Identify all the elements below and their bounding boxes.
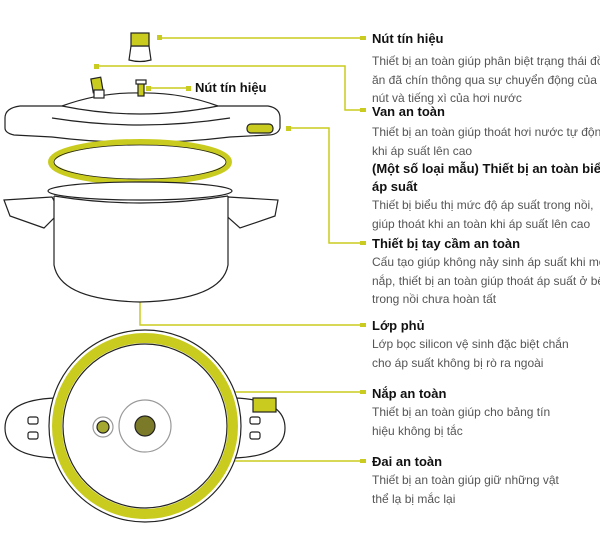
part-desc: Thiết bị an toàn giúp thoát hơi nước tự … [372,125,600,139]
gasket-ring [48,139,232,185]
part-desc: Lớp bọc silicon vệ sinh đặc biệt chắn [372,337,569,351]
signal-knob [128,32,152,63]
part-desc: Thiết bị biểu thị mức độ áp suất trong n… [372,198,594,212]
part-safety-valve: Van an toàn Thiết bị an toàn giúp thoát … [372,103,600,233]
part-title: Thiết bị tay cầm an toàn [372,236,521,251]
lid-side-view [4,76,281,144]
part-subtitle: (Một số loại mẫu) Thiết bị an toàn biểu … [372,161,600,176]
inline-signal-button-label: Nút tín hiệu [195,80,267,95]
part-title: Đai an toàn [372,454,443,469]
part-desc: Cấu tạo giúp không nảy sinh áp suất khi … [372,255,600,269]
part-desc: nắp, thiết bị an toàn giúp thoát áp suất… [372,273,600,288]
part-safety-cover: Nắp an toàn Thiết bị an toàn giúp cho bả… [372,385,600,440]
part-desc: ăn đã chín thông qua sự chuyển động của [372,72,597,87]
part-safety-ring: Đai an toàn Thiết bị an toàn giúp giữ nh… [372,453,600,508]
part-desc: Thiết bị an toàn giúp cho bảng tín [372,405,551,419]
part-desc: thể lạ bị mắc lại [372,491,456,506]
part-desc: Thiết bị an toàn giúp giữ những vật [372,473,559,487]
part-coating: Lớp phủ Lớp bọc silicon vệ sinh đặc biệt… [372,317,600,372]
part-desc: cho áp suất không bị rò ra ngoài [372,355,544,370]
part-title: Nắp an toàn [372,386,447,401]
part-desc: trong nồi chưa hoàn tất [372,292,497,306]
part-title: Nút tín hiệu [372,31,444,46]
lid-top-view [4,329,286,523]
part-subtitle: áp suất [372,179,418,194]
part-desc: khi áp suất lên cao [372,143,473,158]
part-signal-button: Nút tín hiệu Thiết bị an toàn giúp phân … [372,30,600,108]
part-desc: Thiết bị an toàn giúp phân biệt trạng th… [372,54,600,68]
part-handle-safety: Thiết bị tay cầm an toàn Cấu tạo giúp kh… [372,235,600,309]
part-title: Van an toàn [372,104,445,119]
leader-handle-safety [288,127,366,244]
part-desc: nút và tiếng xì của hơi nước [372,91,522,105]
leader-safety-valve [96,65,366,111]
part-desc: hiệu không bị tắc [372,423,463,438]
part-desc: giúp thoát khi an toàn khi áp suất lên c… [372,216,591,231]
pot-body [3,181,279,303]
part-title: Lớp phủ [372,318,425,333]
